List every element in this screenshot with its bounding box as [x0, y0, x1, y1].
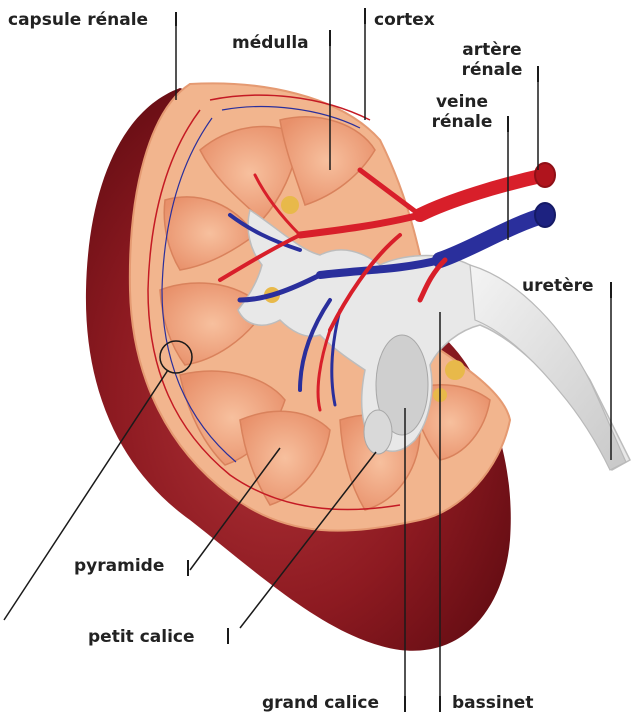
label-petit-calice: petit calice [88, 627, 195, 647]
label-capsule-renale: capsule rénale [8, 10, 148, 30]
label-pyramide: pyramide [74, 556, 164, 576]
label-cortex: cortex [374, 10, 435, 30]
label-medulla: médulla [232, 33, 309, 53]
petit-calice-cavity [364, 410, 392, 454]
label-uretere: uretère [522, 276, 594, 296]
label-veine-renale: veine rénale [424, 92, 500, 132]
renal-vein-opening [535, 203, 555, 227]
label-grand-calice: grand calice [262, 693, 379, 713]
label-artere-renale: artère rénale [454, 40, 530, 80]
label-bassinet: bassinet [452, 693, 533, 713]
